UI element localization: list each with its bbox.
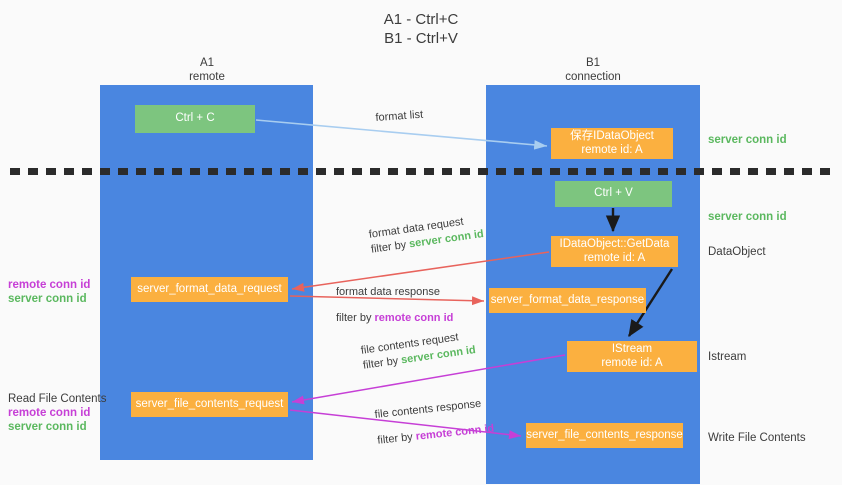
flow-label-file-contents-response-filter: filter by remote conn id [377,422,495,449]
filter-prefix: filter by [376,430,417,447]
filter-value: remote conn id [415,422,495,443]
note-remote-conn-id-1: remote conn id [8,279,91,291]
note-server-conn-id-2: server conn id [8,421,87,433]
lane-b1-name: B1 [585,57,601,69]
page-title: A1 - Ctrl+C B1 - Ctrl+V [0,10,842,48]
box-save-idataobject-line2: remote id: A [581,143,643,156]
note-server-conn-id-1: server conn id [8,293,87,305]
dashed-divider [10,168,830,175]
flow-label-file-contents-response: file contents response filter by remote … [374,396,495,449]
box-idataobject-getdata-line2: remote id: A [583,251,646,264]
flow-label-format-data-response-text: format data response [336,286,440,298]
box-server-file-contents-response-label: server_file_contents_response [526,428,683,441]
note-server-conn-id-top: server conn id [708,134,787,146]
flow-label-format-data-response: format data response filter by remote co… [336,285,453,326]
flow-label-file-contents-request: file contents request filter by server c… [360,328,477,374]
box-save-idataobject-line1: 保存IDataObject [570,130,654,142]
lane-a1-name: A1 [199,57,215,69]
box-save-idataobject[interactable]: 保存IDataObject remote id: A [551,128,673,159]
note-conn-ids-group-2: Read File Contents remote conn id server… [8,392,106,434]
box-server-file-contents-request-label: server_file_contents_request [135,397,284,410]
lane-header-a1: A1 remote [97,57,317,84]
box-istream-line2: remote id: A [601,356,663,369]
lane-a1-sub: remote [189,70,225,83]
filter-prefix: filter by [362,354,403,372]
note-conn-ids-group-1: remote conn id server conn id [8,278,90,306]
filter-prefix: filter by [336,312,375,324]
box-ctrl-v[interactable]: Ctrl + V [555,181,672,207]
box-istream-line1: IStream [611,343,653,355]
note-read-file-contents: Read File Contents [8,393,107,405]
box-server-format-data-request[interactable]: server_format_data_request [131,277,288,302]
filter-prefix: filter by [370,238,411,256]
note-server-conn-id-second: server conn id [708,211,787,223]
flow-label-format-data-response-filter: filter by remote conn id [336,311,453,326]
title-line-2: B1 - Ctrl+V [384,30,458,47]
flow-label-format-list-text: format list [375,108,424,124]
box-ctrl-c[interactable]: Ctrl + C [135,105,255,133]
note-remote-conn-id-2: remote conn id [8,407,91,419]
lane-header-b1: B1 connection [483,57,703,84]
box-idataobject-getdata[interactable]: IDataObject::GetData remote id: A [551,236,678,267]
box-server-format-data-request-label: server_format_data_request [137,282,282,295]
note-write-file-contents: Write File Contents [708,432,806,444]
flow-label-file-contents-response-text: file contents response [374,397,482,421]
box-server-file-contents-request[interactable]: server_file_contents_request [131,392,288,417]
filter-value: remote conn id [374,312,454,324]
box-ctrl-v-label: Ctrl + V [594,187,633,200]
box-server-file-contents-response[interactable]: server_file_contents_response [526,423,683,448]
box-ctrl-c-label: Ctrl + C [175,112,215,125]
box-server-format-data-response[interactable]: server_format_data_response [489,288,646,313]
box-istream[interactable]: IStream remote id: A [567,341,697,372]
note-dataobject: DataObject [708,246,766,258]
note-istream: Istream [708,351,747,363]
lane-b1-sub: connection [565,70,621,83]
title-line-1: A1 - Ctrl+C [383,11,459,28]
flow-label-format-data-request: format data request filter by server con… [368,212,485,258]
box-idataobject-getdata-line1: IDataObject::GetData [559,238,670,250]
box-server-format-data-response-label: server_format_data_response [490,293,645,306]
flow-label-format-list: format list [375,108,424,126]
